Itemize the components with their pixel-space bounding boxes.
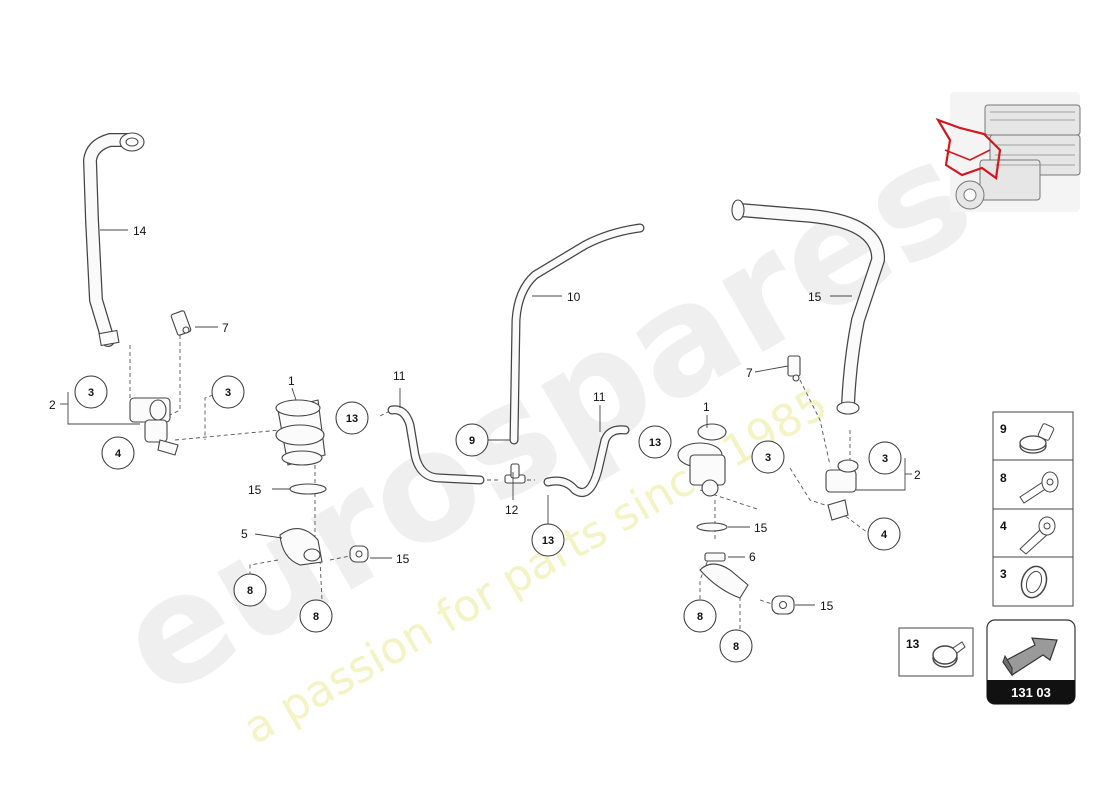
elbow-6 (699, 552, 749, 599)
tee-12 (504, 463, 526, 484)
elbow-5 (279, 528, 323, 566)
page-reference-box[interactable]: 131 03 (986, 619, 1076, 705)
svg-text:8: 8 (313, 611, 319, 623)
callout-8-c: 8 (683, 599, 717, 633)
label-11-b: 11 (593, 390, 606, 404)
watermark-brand: eurospares (91, 106, 999, 731)
label-7-right: 7 (746, 366, 753, 380)
hose-14 (83, 132, 145, 347)
hose-clamp-icon (1019, 423, 1055, 454)
svg-text:9: 9 (469, 435, 475, 447)
valve-2-right (825, 459, 859, 521)
label-11-a: 11 (393, 369, 406, 383)
legend-num-8: 8 (1000, 471, 1007, 485)
callout-13-c: 13 (531, 523, 565, 557)
gasket-15-c (696, 522, 728, 532)
svg-text:3: 3 (225, 387, 231, 399)
engine-thumbnail (935, 92, 1081, 212)
callout-8-b: 8 (299, 599, 333, 633)
gasket-15-d (771, 595, 795, 615)
callouts: 3 3 4 13 9 13 13 8 (74, 375, 902, 663)
next-page-arrow-icon (1002, 637, 1058, 677)
hose-11-right (543, 425, 630, 497)
label-2-left: 2 (49, 398, 56, 412)
label-10: 10 (567, 290, 581, 304)
gasket-15-left (289, 483, 327, 495)
label-7-left: 7 (222, 321, 229, 335)
legend-num-9: 9 (1000, 422, 1007, 436)
callout-3-mid: 3 (211, 375, 245, 409)
bolt-icon (1019, 516, 1056, 555)
callout-4-left: 4 (101, 436, 135, 470)
svg-text:3: 3 (765, 452, 771, 464)
label-15-b: 15 (396, 552, 410, 566)
callout-13-b: 13 (638, 425, 672, 459)
svg-text:13: 13 (649, 437, 661, 449)
valve-1-right (677, 423, 727, 497)
svg-text:8: 8 (697, 611, 703, 623)
callout-3-right-a: 3 (751, 440, 785, 474)
hose-15 (731, 199, 885, 415)
svg-text:4: 4 (881, 529, 888, 541)
svg-text:13: 13 (346, 413, 358, 425)
legend-num-4: 4 (1000, 519, 1007, 533)
callout-4-right: 4 (867, 517, 901, 551)
label-15-e: 15 (820, 599, 834, 613)
label-6: 6 (749, 550, 756, 564)
valve-2-left (129, 397, 179, 456)
callout-13-a: 13 (335, 401, 369, 435)
leader-lines (60, 229, 912, 606)
label-14: 14 (133, 224, 147, 238)
label-2-right: 2 (914, 468, 921, 482)
label-15-d: 15 (808, 290, 822, 304)
page-reference-number: 131 03 (1011, 685, 1051, 700)
svg-text:8: 8 (733, 641, 739, 653)
label-15-a: 15 (248, 483, 262, 497)
svg-text:3: 3 (88, 387, 94, 399)
valve-1-left (275, 399, 326, 466)
spring-clamp-icon (932, 641, 966, 668)
callout-8-a: 8 (233, 573, 267, 607)
label-5: 5 (241, 527, 248, 541)
flange-bolt-icon (1019, 471, 1059, 504)
watermark: eurospares a passion for parts since 198… (91, 106, 999, 754)
hose-11-left (387, 405, 485, 485)
label-12: 12 (505, 503, 519, 517)
seal-ring-icon (1020, 565, 1048, 599)
hose-10 (509, 223, 645, 445)
svg-text:13: 13 (542, 535, 554, 547)
svg-text:4: 4 (115, 448, 122, 460)
svg-text:8: 8 (247, 585, 253, 597)
callout-3-right-b: 3 (868, 441, 902, 475)
legend-num-13: 13 (906, 637, 920, 651)
part-labels: 14 7 2 1 15 5 15 11 10 12 11 1 15 7 2 15… (49, 224, 921, 613)
legend-item-13: 13 (898, 627, 974, 677)
callout-9: 9 (455, 423, 489, 457)
gasket-15-b (349, 545, 369, 563)
callout-3-left: 3 (74, 375, 108, 409)
label-15-c: 15 (754, 521, 768, 535)
sensor-7-left (170, 310, 192, 336)
label-1-left: 1 (288, 374, 295, 388)
hardware-legend: 9 8 4 3 (992, 411, 1074, 607)
label-1-right: 1 (703, 400, 710, 414)
svg-text:3: 3 (882, 453, 888, 465)
callout-8-d: 8 (719, 629, 753, 663)
legend-num-3: 3 (1000, 567, 1007, 581)
sensor-7-right (787, 355, 801, 382)
